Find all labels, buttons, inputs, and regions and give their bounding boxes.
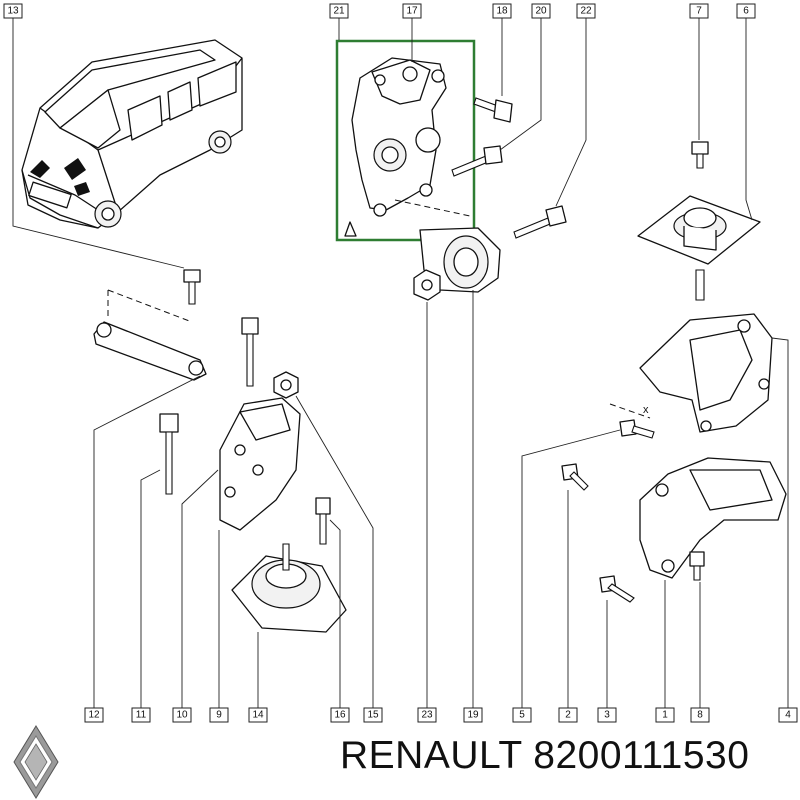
callout-23: 23 [417, 707, 437, 723]
callout-11: 11 [131, 707, 151, 723]
callout-5: 5 [512, 707, 532, 723]
bolt-2 [561, 463, 589, 491]
callout-9: 9 [209, 707, 229, 723]
bolt-3 [599, 575, 635, 603]
bolt-16 [315, 497, 331, 545]
callout-15: 15 [363, 707, 383, 723]
callout-8: 8 [690, 707, 710, 723]
svg-text:18: 18 [496, 6, 508, 17]
callout-3: 3 [597, 707, 617, 723]
svg-text:13: 13 [7, 6, 19, 17]
bolt-7 [691, 141, 709, 169]
bolt-18 [473, 97, 513, 123]
callout-7: 7 [689, 3, 709, 19]
bolt-11 [159, 413, 179, 495]
bolt-20 [451, 145, 503, 177]
van-illustration [21, 39, 243, 229]
svg-text:4: 4 [785, 710, 791, 721]
engine-mount-bracket-highlighted [335, 39, 476, 242]
svg-text:1: 1 [662, 710, 668, 721]
support-bracket-4 [609, 313, 773, 433]
part-number: 8200111530 [533, 734, 750, 777]
callout-6: 6 [736, 3, 756, 19]
brand-name: RENAULT [340, 734, 522, 777]
callout-13: 13 [3, 3, 23, 19]
svg-text:20: 20 [535, 6, 547, 17]
svg-text:15: 15 [367, 710, 379, 721]
callout-20: 20 [531, 3, 551, 19]
svg-text:16: 16 [334, 710, 346, 721]
callout-19: 19 [463, 707, 483, 723]
renault-logo [13, 725, 59, 799]
svg-text:23: 23 [421, 710, 433, 721]
bolt-22 [513, 205, 567, 239]
leader-lines [12, 14, 789, 708]
nut-15 [273, 371, 299, 399]
nut-23 [413, 269, 441, 301]
svg-text:22: 22 [580, 6, 592, 17]
callout-14: 14 [248, 707, 268, 723]
svg-text:17: 17 [406, 6, 418, 17]
callout-4: 4 [778, 707, 798, 723]
engine-bracket-9 [219, 397, 301, 531]
svg-text:11: 11 [136, 710, 147, 721]
callout-12: 12 [84, 707, 104, 723]
callout-16: 16 [330, 707, 350, 723]
callout-21: 21 [329, 3, 349, 19]
callout-22: 22 [576, 3, 596, 19]
svg-text:12: 12 [88, 710, 100, 721]
svg-text:21: 21 [333, 6, 345, 17]
svg-text:9: 9 [216, 710, 222, 721]
dimension-x-label: x [643, 404, 649, 416]
svg-text:10: 10 [176, 710, 188, 721]
svg-text:8: 8 [697, 710, 703, 721]
callout-10: 10 [172, 707, 192, 723]
svg-text:2: 2 [565, 710, 571, 721]
bolt-10 [241, 317, 259, 387]
svg-text:7: 7 [696, 6, 702, 17]
svg-text:3: 3 [604, 710, 610, 721]
callout-18: 18 [492, 3, 512, 19]
torque-link-12 [93, 321, 207, 381]
callout-1: 1 [655, 707, 675, 723]
callout-17: 17 [402, 3, 422, 19]
brand-part-label: RENAULT 8200111530 [340, 734, 749, 778]
svg-text:14: 14 [252, 710, 264, 721]
lower-mount-14 [231, 543, 347, 633]
bolt-13 [183, 269, 201, 305]
gearbox-bracket-1 [639, 457, 787, 579]
svg-text:6: 6 [743, 6, 749, 17]
svg-text:5: 5 [519, 710, 525, 721]
svg-text:19: 19 [467, 710, 479, 721]
bolt-5 [619, 419, 655, 439]
bolt-8 [689, 551, 705, 581]
callout-2: 2 [558, 707, 578, 723]
upper-mount-6 [637, 195, 761, 301]
